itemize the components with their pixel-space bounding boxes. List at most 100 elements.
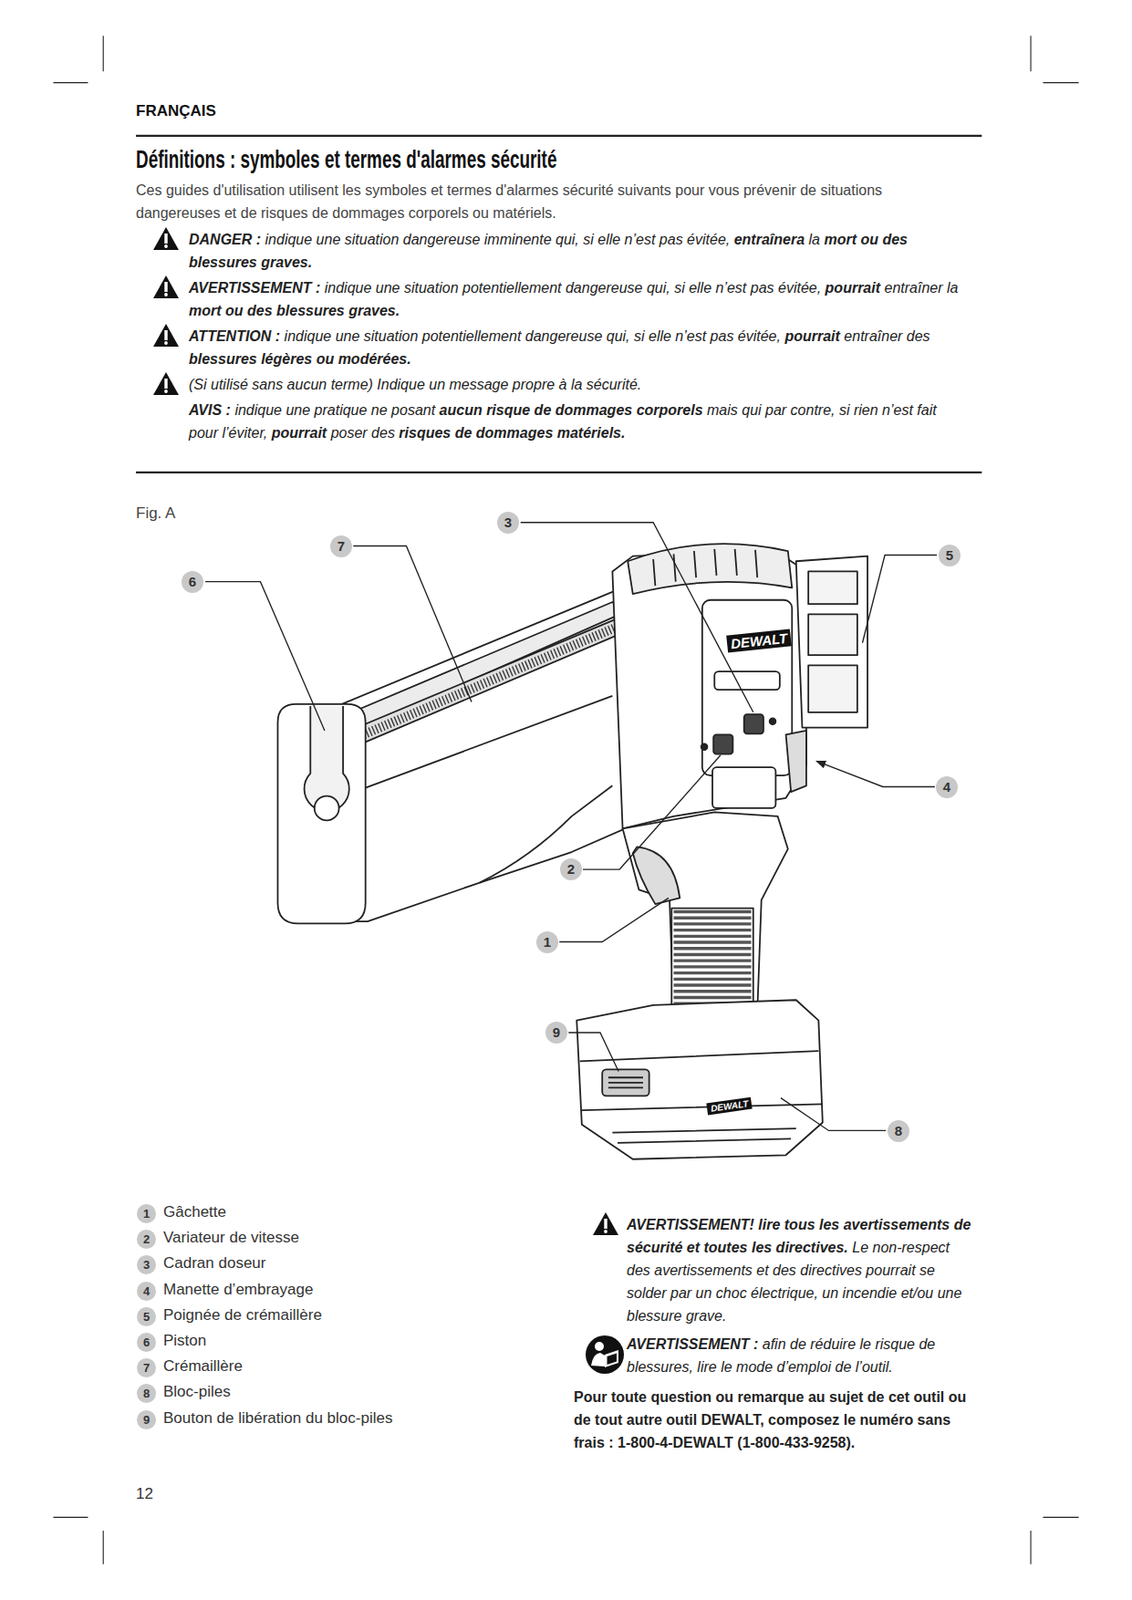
paragraph: AVERTISSEMENT : afin de réduire le risqu…: [573, 1332, 977, 1379]
callout-number: 7: [330, 535, 353, 558]
part-name: Piston: [163, 1331, 207, 1351]
warning-dot: [603, 1229, 608, 1234]
battery: [576, 999, 823, 1160]
housing-cap: [627, 543, 792, 594]
part-name: Bouton de libération du bloc-piles: [163, 1409, 393, 1428]
list-number: 4: [136, 1281, 156, 1301]
warning-icon: [152, 322, 180, 348]
warning-triangle: [153, 372, 179, 395]
warning-bar: [603, 1218, 607, 1229]
text-column: AVERTISSEMENT! lire tous les avertisseme…: [573, 1213, 977, 1457]
page-number: 12: [135, 1485, 154, 1504]
part-name: Manette d’embrayage: [163, 1280, 313, 1299]
text-run: indique une situation dangereuse imminen…: [265, 231, 731, 248]
text-run: AVIS :: [188, 402, 231, 418]
paragraph: AVERTISSEMENT : indique une situation po…: [135, 276, 966, 322]
text-run: Pour toute question ou remarque au sujet…: [573, 1389, 966, 1451]
housing-ribs: [653, 549, 758, 586]
callout-number: 2: [560, 858, 582, 881]
text-run: AVERTISSEMENT :: [626, 1336, 759, 1352]
cradle-edge: [479, 785, 613, 883]
dose-dial: [744, 714, 764, 734]
text-run: DANGER :: [188, 231, 261, 248]
warning-icon: [152, 274, 180, 306]
paragraph: DANGER : indique une situation dangereus…: [135, 228, 966, 274]
intro-text: Ces guides d'utilisation utilisent les s…: [135, 178, 923, 225]
rule: [135, 135, 982, 137]
manual-page: [607, 1353, 618, 1366]
battery-ribs: [612, 1128, 796, 1143]
warning-bar: [164, 378, 167, 389]
text-run: AVERTISSEMENT :: [188, 280, 321, 296]
switch-mark: [701, 743, 708, 750]
warning-bar: [164, 233, 167, 244]
list-number: 9: [136, 1410, 156, 1430]
paragraph: (Si utilisé sans aucun terme) Indique un…: [135, 373, 966, 396]
warning-bar: [164, 330, 167, 341]
part-name: Cadran doseur: [163, 1254, 266, 1273]
leader-line: [780, 1098, 886, 1132]
leader-lines: [205, 522, 937, 1132]
text-run: entraînera: [734, 231, 805, 248]
text-run: risques de dommages matériels.: [398, 425, 625, 441]
text-run: pourrait: [784, 328, 840, 344]
crop-marks: [52, 35, 1079, 1565]
manual-icon: [584, 1334, 625, 1375]
text-run: aucun risque de dommages corporels: [439, 402, 704, 418]
text-run: la: [809, 231, 821, 248]
leader-line: [861, 555, 937, 644]
rule: [135, 471, 982, 474]
clutch-lever: [786, 730, 807, 792]
handle-rung: [808, 664, 858, 712]
text-run: pourrait: [271, 425, 327, 441]
housing-slot: [714, 671, 780, 690]
housing-window: [712, 767, 776, 809]
warning-bar: [164, 281, 167, 292]
text-run: indique une pratique ne posant: [234, 402, 436, 418]
section-header: FRANÇAIS: [135, 102, 217, 121]
warning-icon: [152, 371, 180, 403]
text-run: blessures légères ou modérées.: [188, 351, 412, 367]
leader-line: [205, 581, 325, 731]
leader-line: [582, 755, 721, 870]
callout-number: 3: [497, 511, 520, 534]
warning-triangle: [153, 323, 179, 347]
warning-icon: [152, 226, 180, 251]
battery-release: [602, 1069, 649, 1096]
figure-label: Fig. A: [135, 504, 176, 523]
list-number: 5: [136, 1307, 156, 1327]
paragraph: ATTENTION : indique une situation potent…: [135, 324, 966, 371]
manual-book: [604, 1350, 619, 1368]
warning-dot: [164, 389, 168, 394]
speed-switch: [713, 734, 733, 754]
list-number: 1: [136, 1204, 156, 1224]
callout-number: 4: [935, 776, 958, 799]
motor-housing: [612, 550, 807, 829]
crop-mark: [1029, 35, 1031, 72]
text-run: poser des: [331, 425, 395, 441]
warning-icon: [152, 226, 180, 258]
part-name: Poignée de crémaillère: [163, 1306, 322, 1325]
warning-triangle: [592, 1212, 619, 1236]
warning-triangle: [153, 227, 179, 250]
callout-number: 6: [181, 571, 204, 593]
paragraph: AVERTISSEMENT! lire tous les avertisseme…: [573, 1213, 977, 1328]
warning-dot: [164, 341, 168, 345]
manual-body: [591, 1352, 607, 1367]
text-column: DANGER : indique une situation dangereus…: [135, 228, 966, 447]
text-run: indique une situation potentiellement da…: [284, 328, 781, 344]
warning-icon: [152, 322, 180, 354]
release-ribs: [608, 1077, 644, 1088]
paragraph: Pour toute question ou remarque au sujet…: [573, 1385, 977, 1454]
warning-icon: [591, 1211, 620, 1236]
crop-mark: [1042, 82, 1079, 84]
part-name: Bloc-piles: [163, 1382, 231, 1402]
part-name: Crémaillère: [163, 1357, 243, 1376]
housing-panel: [702, 600, 792, 776]
callout-number: 9: [545, 1021, 568, 1044]
text-run: mort ou des blessures graves.: [188, 302, 400, 319]
rack-handle: [796, 556, 868, 728]
list-number: 6: [136, 1332, 156, 1352]
manual-disc: [585, 1335, 624, 1374]
